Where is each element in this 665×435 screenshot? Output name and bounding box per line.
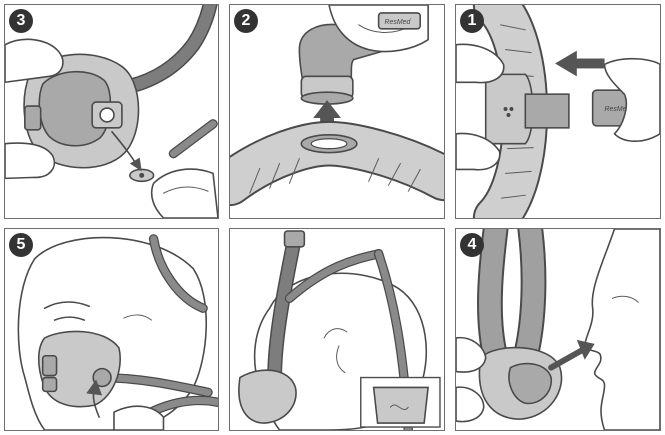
panel-step-1: ResMed 1 [455,4,661,219]
step-1-illustration: ResMed [456,5,660,218]
step-4-illustration [456,229,660,430]
step-2-illustration: ResMed [230,5,444,218]
step-badge: 4 [460,233,484,257]
step-3-illustration [5,5,218,218]
step-badge: 1 [460,9,484,33]
step-badge: 5 [9,233,33,257]
panel-headgear-over-head [229,228,445,431]
panel-step-5: 5 [4,228,219,431]
panel-step-4: 4 [455,228,661,431]
step-5-illustration [5,229,218,430]
headgear-illustration [230,229,444,430]
panel-step-3: 3 [4,4,219,219]
step-badge: 3 [9,9,33,33]
step-badge: 2 [234,9,258,33]
panel-step-2: ResMed 2 [229,4,445,219]
brand-logo: ResMed [385,19,412,26]
